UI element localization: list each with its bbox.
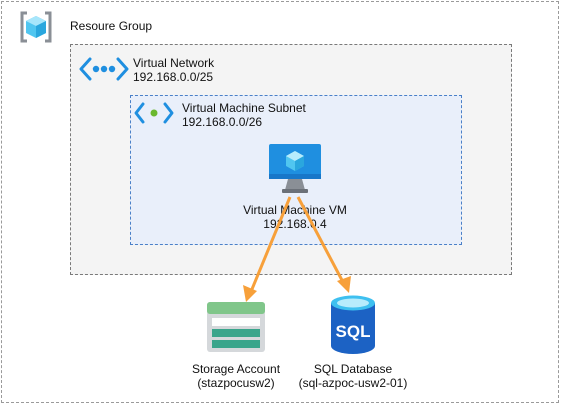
arrowhead-sql <box>337 276 351 293</box>
storage-account-id: (stazpocusw2) <box>197 376 275 390</box>
sql-database-name: SQL Database <box>313 362 393 376</box>
resource-group-icon <box>19 10 53 44</box>
sql-database-id: (sql-azpoc-usw2-01) <box>298 376 408 390</box>
virtual-machine-name: Virtual Machine VM <box>243 203 347 217</box>
storage-account-icon[interactable] <box>206 301 266 353</box>
storage-account-name: Storage Account <box>191 362 281 376</box>
subnet-name: Virtual Machine Subnet <box>182 101 306 115</box>
virtual-network-name: Virtual Network <box>133 56 215 70</box>
sql-icon-text: SQL <box>336 322 371 341</box>
virtual-network-cidr: 192.168.0.0/25 <box>133 70 214 84</box>
virtual-network-icon <box>79 56 129 82</box>
resource-group-label: Resoure Group <box>70 19 153 33</box>
sql-database-icon[interactable]: SQL <box>328 294 378 356</box>
subnet-icon <box>134 101 174 125</box>
arrow-vm-to-sql <box>296 196 346 285</box>
subnet-cidr: 192.168.0.0/26 <box>182 115 263 129</box>
arrowhead-storage <box>243 285 257 302</box>
arrow-vm-to-storage <box>248 196 292 295</box>
virtual-machine-icon[interactable] <box>268 143 322 197</box>
